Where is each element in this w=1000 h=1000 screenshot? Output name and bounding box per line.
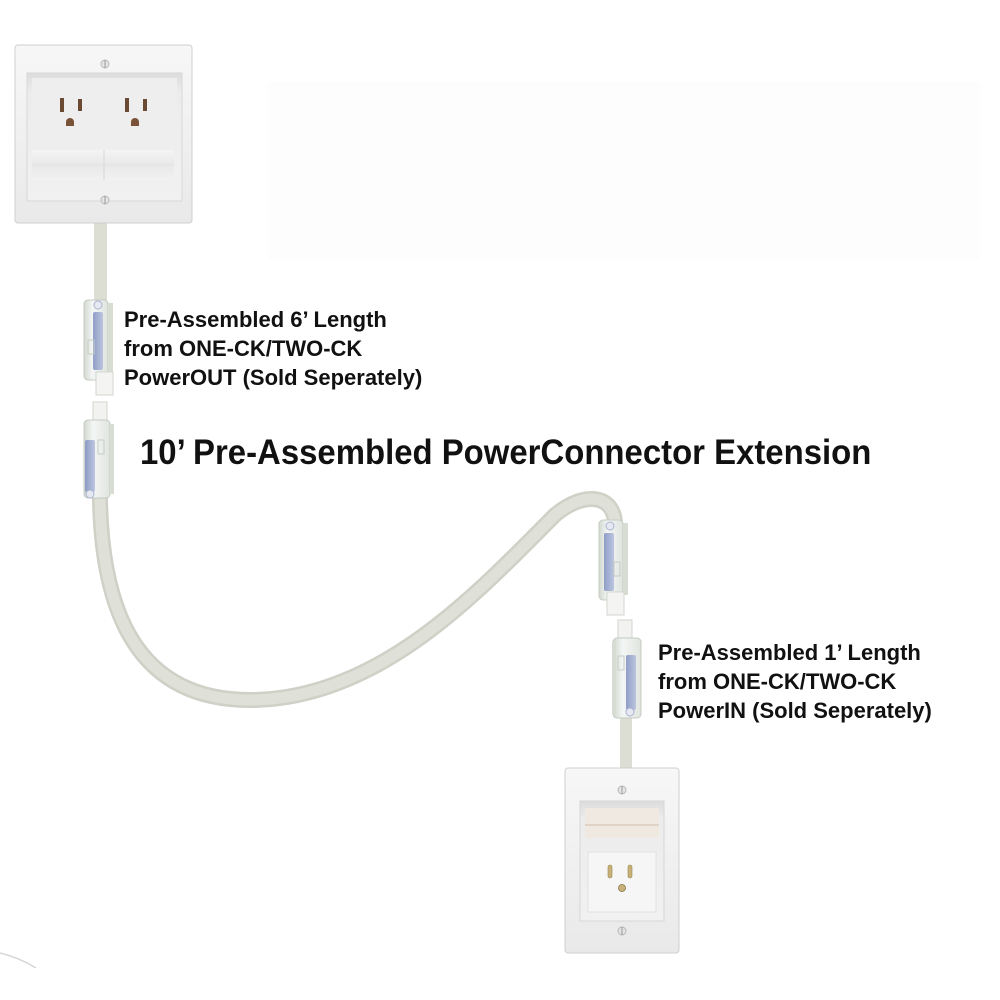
callout-power-in-line-2: from ONE-CK/TWO-CK <box>658 669 897 694</box>
faint-background-panel <box>268 82 980 260</box>
screw-icon <box>617 926 627 936</box>
diagram-title: 10’ Pre-Assembled PowerConnector Extensi… <box>140 433 872 472</box>
connector-top-b <box>83 401 114 499</box>
inlet-prongs-icon <box>607 864 633 892</box>
connector-bottom-b <box>612 619 642 719</box>
screw-icon <box>100 59 110 69</box>
bottom-wall-plate <box>564 767 680 954</box>
callout-power-in-line-1: Pre-Assembled 1’ Length <box>658 640 921 665</box>
callout-power-out: Pre-Assembled 6’ Length from ONE-CK/TWO-… <box>124 305 422 392</box>
callout-power-out-line-3: PowerOUT (Sold Seperately) <box>124 365 423 390</box>
outlet-left <box>60 98 82 126</box>
extension-cable <box>92 222 632 770</box>
outlet-right <box>125 98 147 126</box>
screw-icon <box>617 785 627 795</box>
connector-top-a <box>83 299 114 396</box>
screw-icon <box>100 195 110 205</box>
callout-power-in-line-3: PowerIN (Sold Seperately) <box>658 698 932 723</box>
power-inlet-face <box>587 851 657 913</box>
connector-bottom-a <box>598 519 628 616</box>
callout-power-in: Pre-Assembled 1’ Length from ONE-CK/TWO-… <box>658 638 932 725</box>
top-wall-plate <box>14 44 193 224</box>
faint-curve <box>0 952 37 969</box>
callout-power-out-line-1: Pre-Assembled 6’ Length <box>124 307 387 332</box>
callout-power-out-line-2: from ONE-CK/TWO-CK <box>124 336 363 361</box>
